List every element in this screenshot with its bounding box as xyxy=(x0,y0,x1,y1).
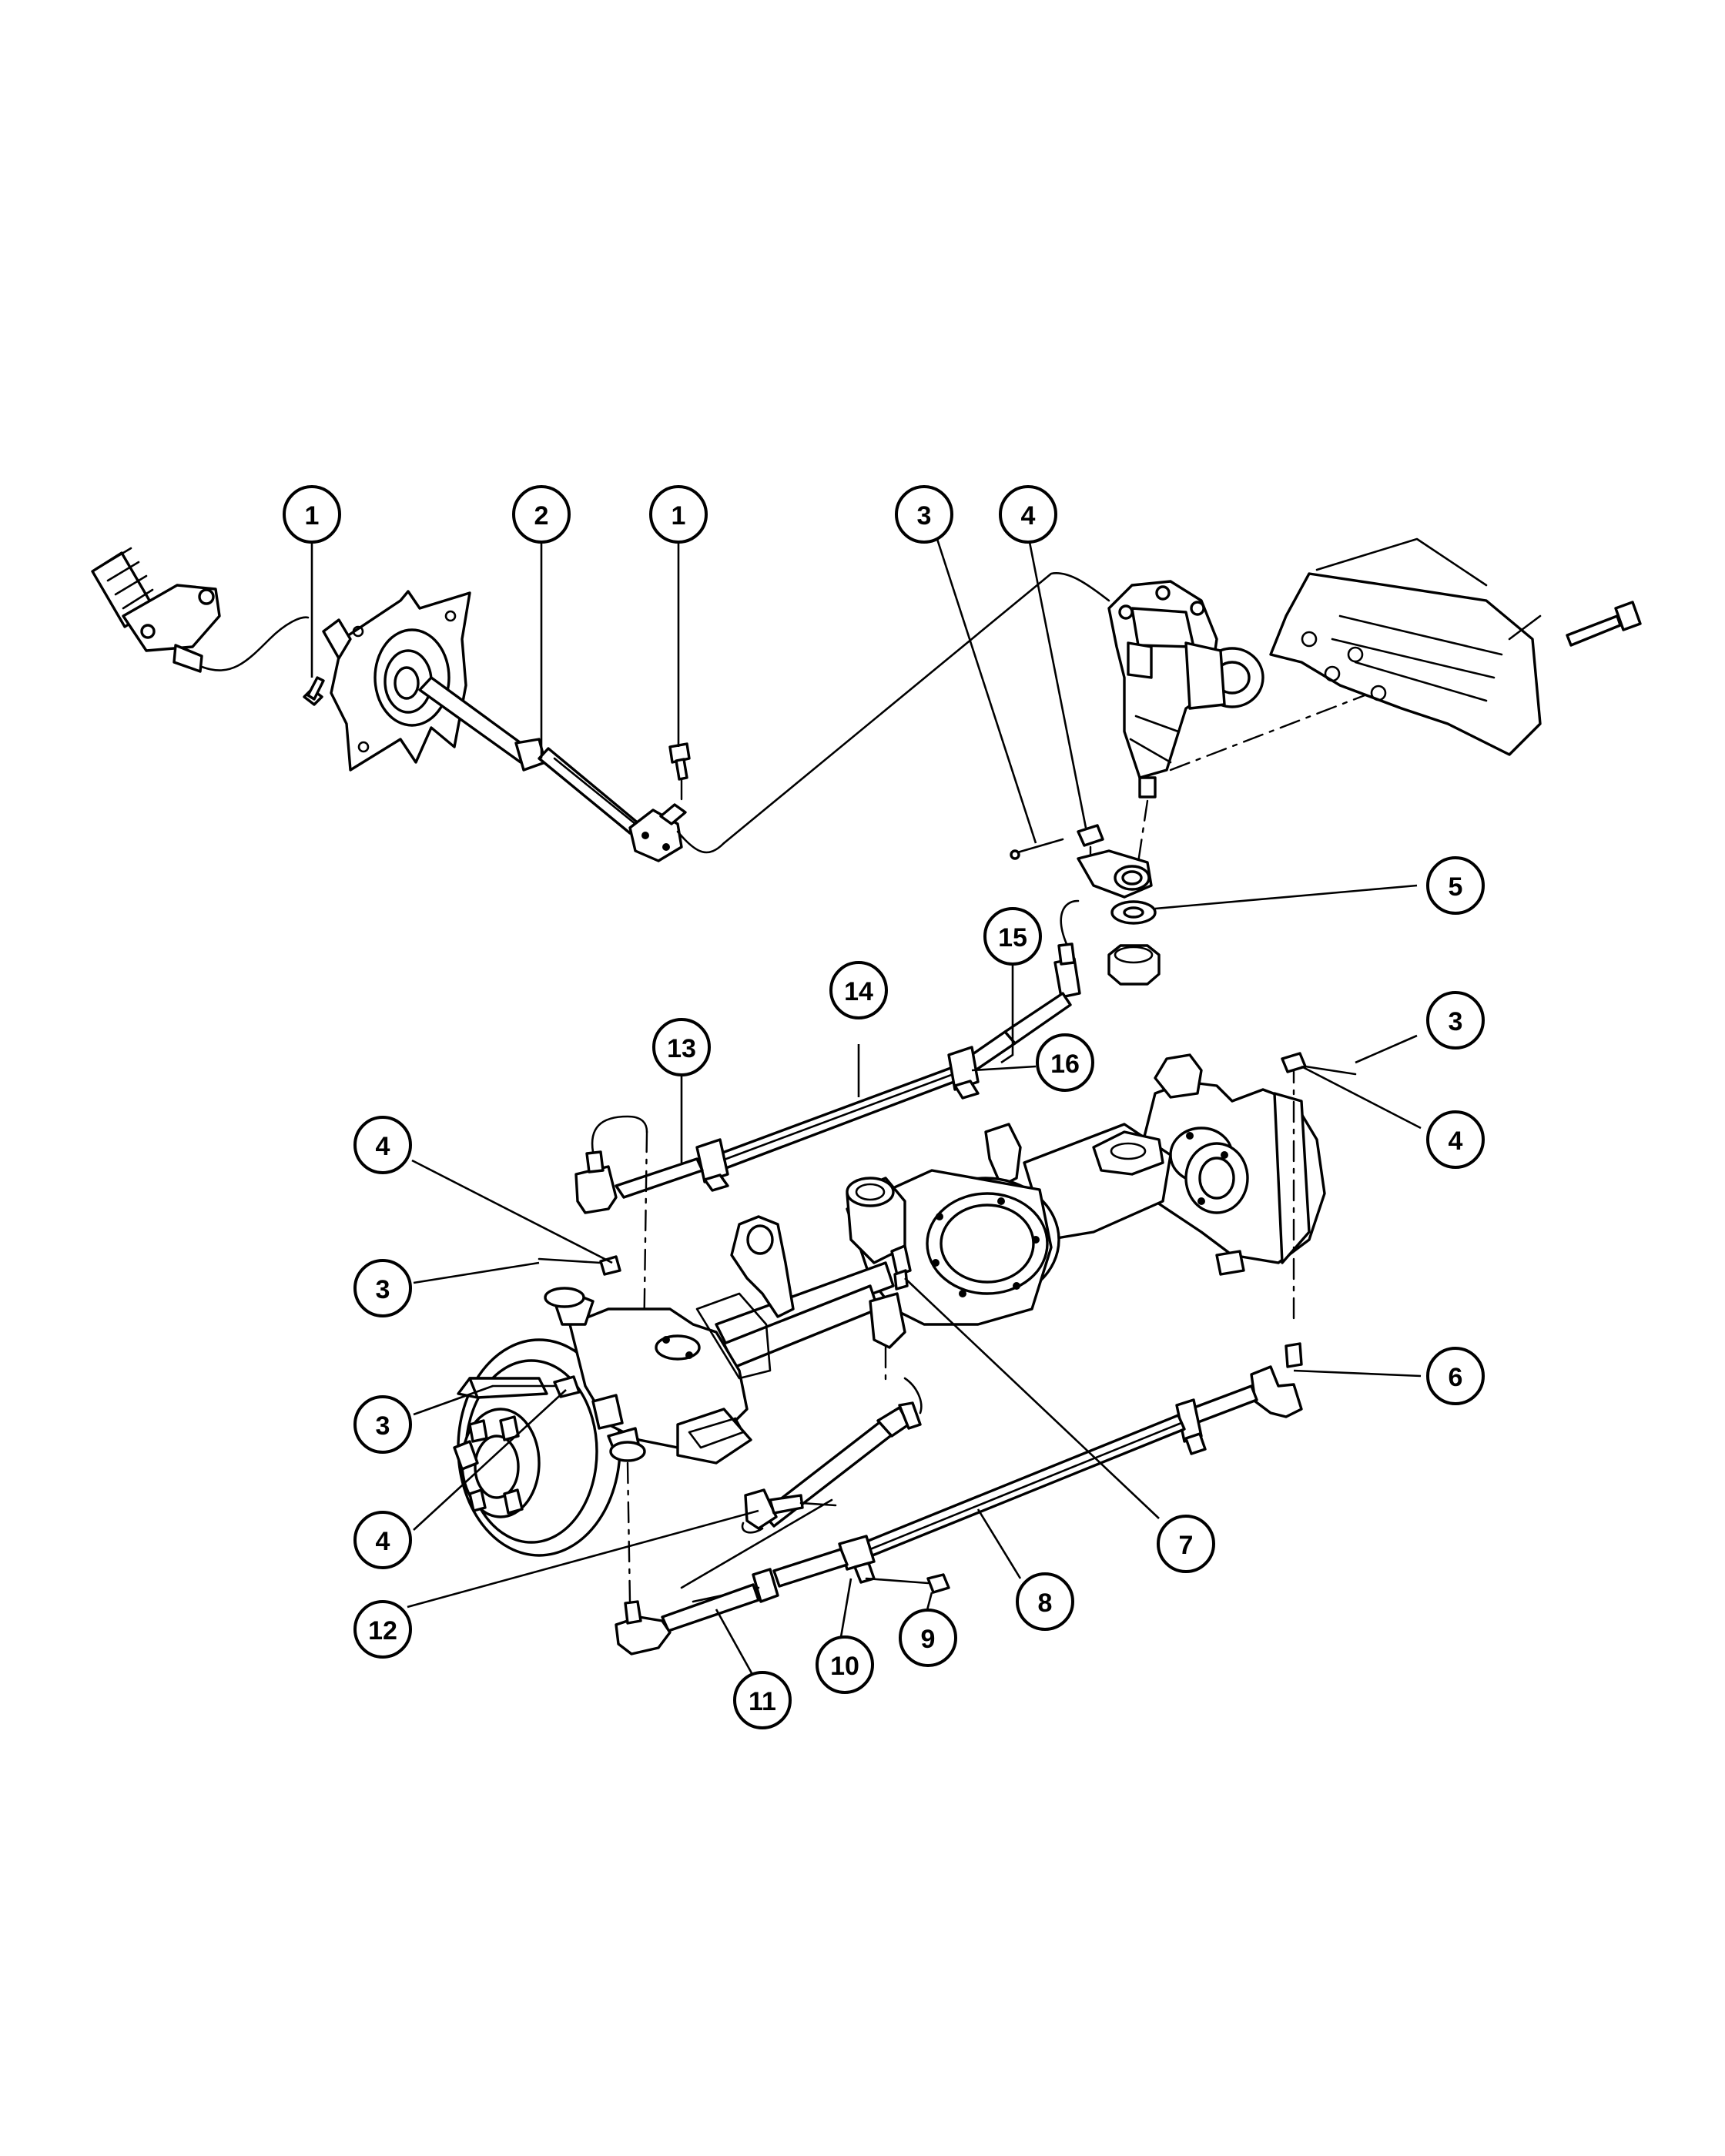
callout-5: 5 xyxy=(1426,856,1485,915)
callout-label: 4 xyxy=(376,1527,390,1556)
callout-4-left-lower: 4 xyxy=(353,1511,412,1569)
callout-label: 16 xyxy=(1050,1050,1080,1079)
leader-lines xyxy=(310,534,1422,1679)
drag-link-clamp-16 xyxy=(947,1046,980,1100)
steering-shaft-u-joint xyxy=(628,803,725,862)
washer-5 xyxy=(1110,900,1157,925)
callout-label: 8 xyxy=(1038,1589,1053,1618)
drag-link-ball-stud-end xyxy=(1053,899,1081,999)
callout-4-top: 4 xyxy=(999,485,1057,544)
callout-label: 6 xyxy=(1449,1363,1463,1392)
callout-label: 4 xyxy=(376,1132,390,1161)
callout-label: 5 xyxy=(1449,872,1463,902)
gear-mounting-bolt xyxy=(1566,601,1642,647)
bolt-1-left xyxy=(303,676,325,706)
left-brake-rotor xyxy=(453,1338,621,1557)
callout-label: 2 xyxy=(534,501,549,531)
tie-rod-tube-8 xyxy=(865,1414,1186,1557)
intermediate-steering-shaft xyxy=(418,676,641,835)
callout-label: 15 xyxy=(998,923,1027,952)
callout-label: 11 xyxy=(749,1687,776,1716)
callout-label: 12 xyxy=(368,1616,397,1645)
callout-4-left-upper: 4 xyxy=(353,1116,412,1174)
right-knuckle-nut-cotter xyxy=(1281,1052,1357,1076)
callout-1-right: 1 xyxy=(649,485,708,544)
callout-label: 9 xyxy=(921,1625,936,1654)
callout-13: 13 xyxy=(652,1018,711,1076)
pitman-arm-nut xyxy=(1107,944,1161,986)
left-knuckle-lower-eye xyxy=(609,1441,646,1603)
tie-rod-right-end-6 xyxy=(1184,1342,1303,1426)
callout-label: 4 xyxy=(1449,1127,1463,1156)
left-knuckle-cotter-3 xyxy=(538,1255,621,1276)
tie-rod-clamp-nut-9 xyxy=(865,1573,950,1594)
callout-label: 3 xyxy=(376,1275,390,1304)
callout-label: 3 xyxy=(376,1411,390,1441)
callout-3-left-lower: 3 xyxy=(353,1395,412,1454)
callout-14: 14 xyxy=(829,961,888,1019)
steering-gear xyxy=(1107,580,1372,864)
callout-8: 8 xyxy=(1016,1572,1074,1631)
tie-rod-left-end-11 xyxy=(615,1498,833,1656)
frame-rail xyxy=(1269,537,1542,756)
firewall-bracket xyxy=(322,590,471,772)
callout-label: 4 xyxy=(1021,501,1036,531)
callout-16: 16 xyxy=(1036,1033,1094,1092)
steering-column-coupler xyxy=(91,547,310,673)
drag-link-clamp-13 xyxy=(615,1138,729,1199)
callout-label: 1 xyxy=(672,501,686,531)
right-steering-knuckle xyxy=(1138,1053,1326,1326)
bolt-1-right xyxy=(668,742,691,806)
callout-1-left: 1 xyxy=(283,485,341,544)
callout-12: 12 xyxy=(353,1600,412,1659)
axle-vent-fitting-7 xyxy=(890,1244,912,1291)
callout-10: 10 xyxy=(816,1635,874,1694)
callout-label: 1 xyxy=(305,501,320,531)
cotter-pin-3-upper xyxy=(1010,838,1064,860)
left-knuckle-nut-4 xyxy=(491,1375,581,1398)
callout-6: 6 xyxy=(1426,1347,1485,1405)
callout-2: 2 xyxy=(512,485,571,544)
callout-7: 7 xyxy=(1157,1515,1215,1573)
callout-3-left-upper: 3 xyxy=(353,1259,412,1317)
callout-label: 7 xyxy=(1179,1531,1194,1560)
steering-damper xyxy=(741,1377,923,1534)
callout-9: 9 xyxy=(899,1609,957,1667)
phantom-line-shaft-to-gear xyxy=(722,572,1110,845)
pitman-arm xyxy=(1077,849,1153,899)
callout-label: 3 xyxy=(1449,1007,1463,1036)
callout-11: 11 xyxy=(733,1671,792,1729)
callout-4-right: 4 xyxy=(1426,1110,1485,1169)
callout-3-top: 3 xyxy=(895,485,953,544)
callout-label: 10 xyxy=(830,1652,859,1681)
callout-label: 14 xyxy=(844,977,873,1006)
tie-rod-adjuster-sleeve-10 xyxy=(772,1535,876,1588)
callout-label: 3 xyxy=(917,501,932,531)
track-bar-bracket xyxy=(730,1215,906,1388)
callout-label: 13 xyxy=(667,1034,696,1063)
axle-housing xyxy=(715,1123,1172,1368)
callout-15: 15 xyxy=(983,907,1042,966)
callout-3-right-upper: 3 xyxy=(1426,991,1485,1050)
